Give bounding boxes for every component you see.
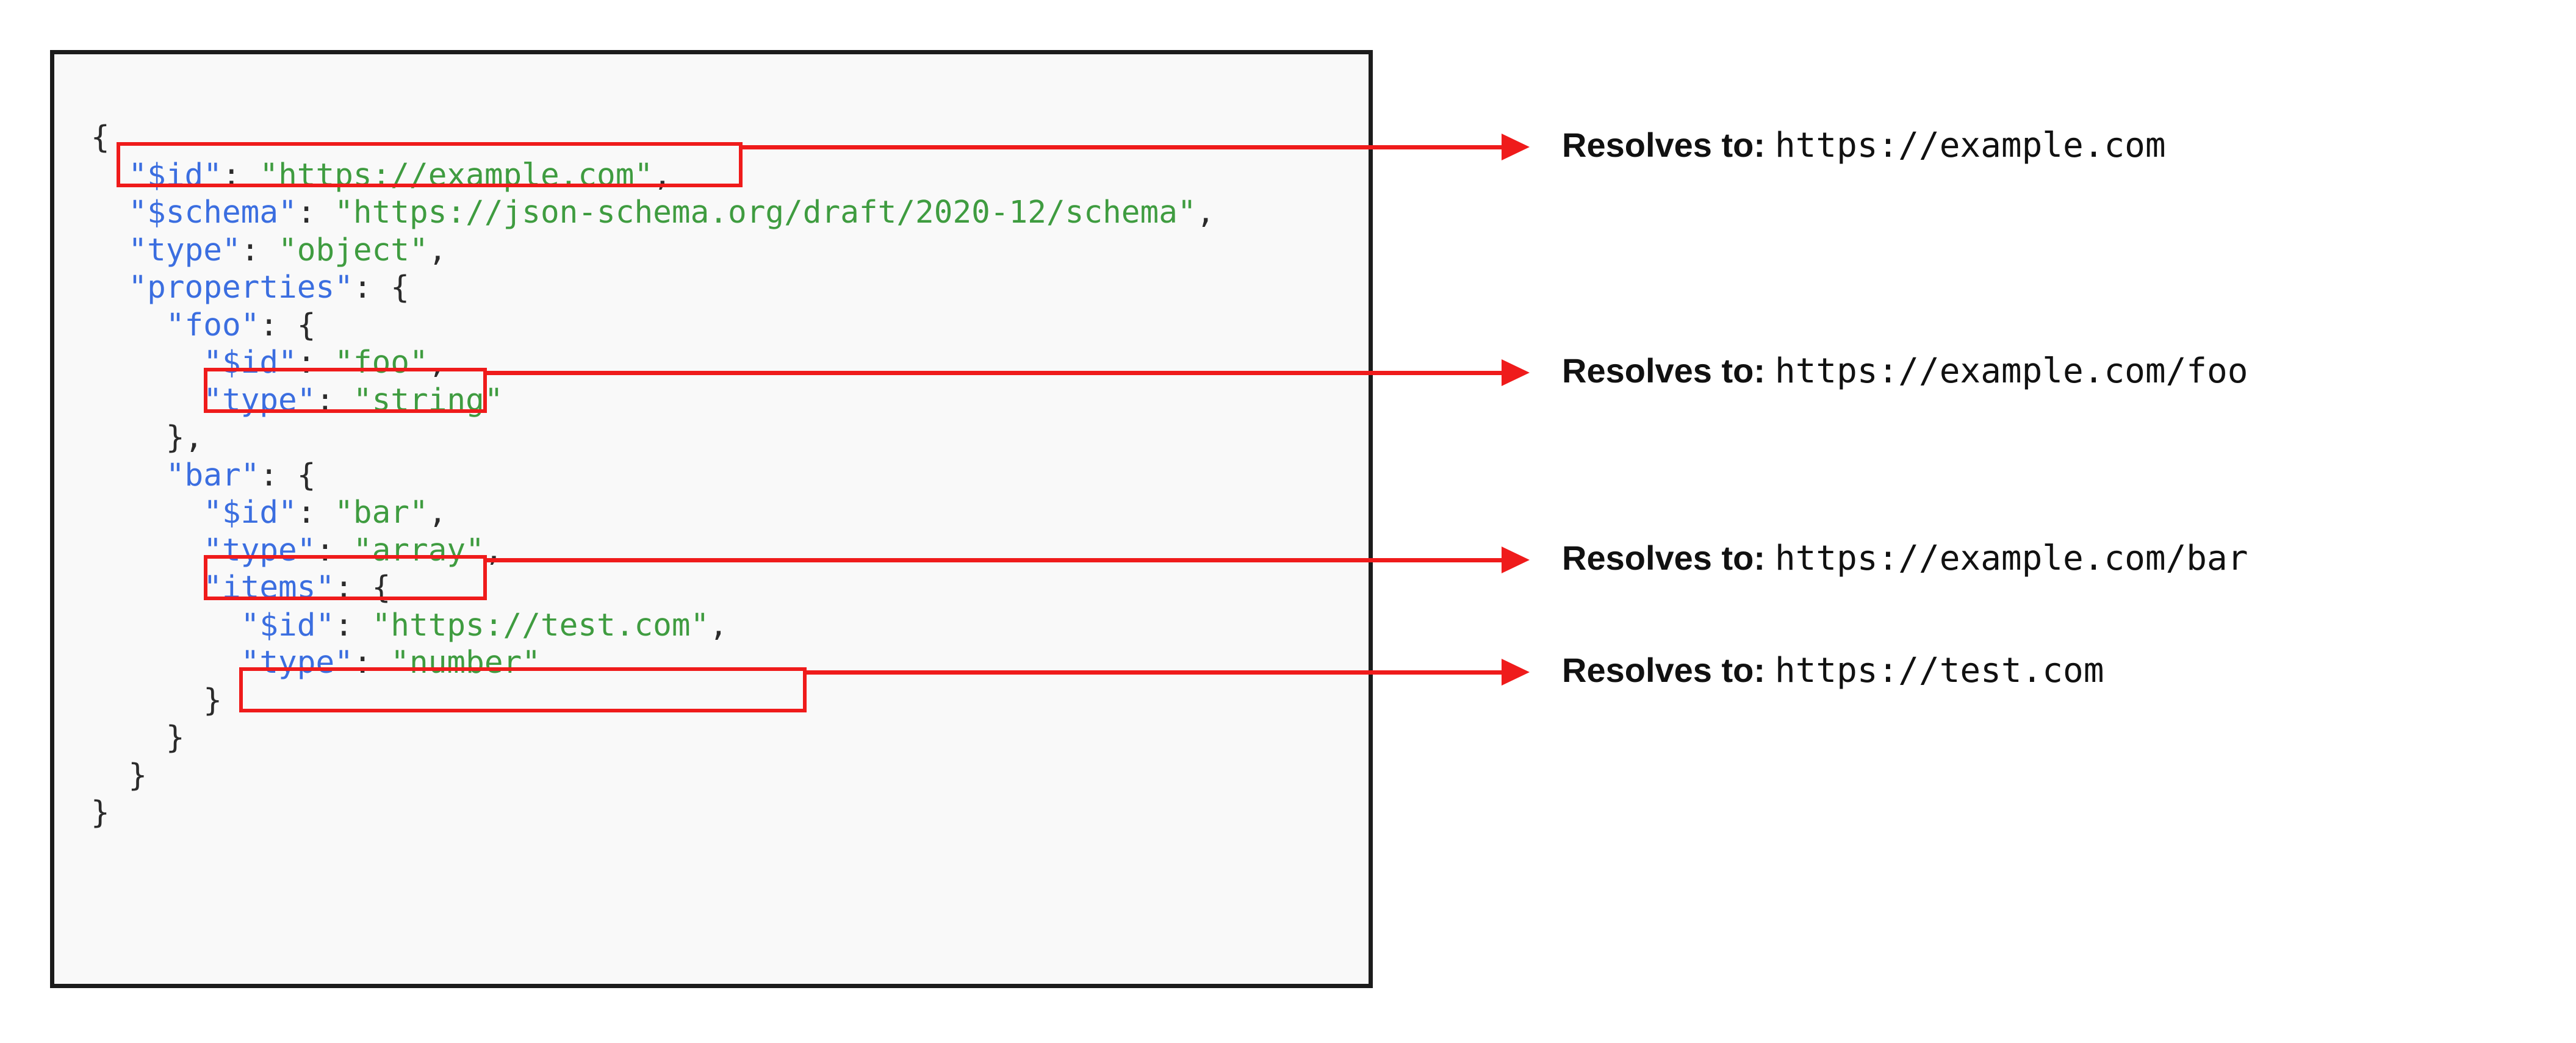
json-string: "string" bbox=[353, 382, 503, 418]
json-string: "object" bbox=[278, 232, 428, 268]
code-line: "type": "string" bbox=[91, 382, 1215, 420]
resolution-items: Resolves to: https://test.com bbox=[1562, 653, 2104, 688]
code-line: } bbox=[91, 757, 1215, 795]
json-punctuation: : bbox=[240, 232, 279, 268]
code-line: "$id": "bar", bbox=[91, 494, 1215, 532]
json-string: "array" bbox=[353, 532, 484, 568]
code-line: "type": "object", bbox=[91, 232, 1215, 270]
json-punctuation: , bbox=[484, 532, 503, 568]
json-key: "properties" bbox=[128, 270, 353, 306]
json-punctuation: : bbox=[297, 495, 335, 531]
resolution-root: Resolves to: https://example.com bbox=[1562, 128, 2166, 163]
json-punctuation: : { bbox=[353, 270, 410, 306]
json-punctuation: } bbox=[128, 757, 148, 794]
json-punctuation: , bbox=[653, 157, 672, 193]
resolution-bar: Resolves to: https://example.com/bar bbox=[1562, 541, 2248, 576]
resolution-foo: Resolves to: https://example.com/foo bbox=[1562, 354, 2248, 389]
code-line: "items": { bbox=[91, 569, 1215, 607]
json-key: "bar" bbox=[165, 457, 260, 493]
json-key: "foo" bbox=[165, 307, 260, 343]
json-punctuation: , bbox=[1196, 195, 1215, 231]
json-key: "$id" bbox=[203, 495, 297, 531]
json-key: "type" bbox=[128, 232, 241, 268]
json-string: "foo" bbox=[334, 345, 428, 381]
resolved-uri-value: https://example.com/bar bbox=[1775, 539, 2248, 578]
resolves-to-label: Resolves to: bbox=[1562, 539, 1765, 577]
json-punctuation: } bbox=[203, 682, 222, 719]
code-line: "type": "number" bbox=[91, 644, 1215, 682]
code-line: "$id": "foo", bbox=[91, 344, 1215, 382]
resolved-uri-value: https://example.com/foo bbox=[1775, 351, 2248, 391]
json-punctuation: : { bbox=[334, 570, 391, 606]
code-line: "$id": "https://test.com", bbox=[91, 607, 1215, 645]
code-line: } bbox=[91, 719, 1215, 757]
json-punctuation: : { bbox=[259, 457, 316, 493]
json-punctuation: : bbox=[315, 382, 353, 418]
code-line: } bbox=[91, 794, 1215, 832]
arrow-head bbox=[1502, 359, 1530, 386]
code-line: "bar": { bbox=[91, 457, 1215, 495]
arrow-head bbox=[1502, 547, 1530, 573]
json-punctuation: : bbox=[315, 532, 353, 568]
json-key: "items" bbox=[203, 570, 335, 606]
json-key: "$id" bbox=[203, 345, 297, 381]
json-punctuation: , bbox=[428, 232, 447, 268]
json-punctuation: : { bbox=[259, 307, 316, 343]
json-string: "bar" bbox=[334, 495, 428, 531]
json-key: "type" bbox=[203, 382, 316, 418]
json-punctuation: : bbox=[353, 645, 391, 681]
json-key: "$id" bbox=[128, 157, 222, 193]
resolved-uri-value: https://test.com bbox=[1775, 651, 2104, 690]
json-string: "https://test.com" bbox=[372, 607, 710, 643]
code-line: "properties": { bbox=[91, 269, 1215, 307]
json-key: "$schema" bbox=[128, 195, 297, 231]
code-line: "type": "array", bbox=[91, 532, 1215, 570]
json-schema-code-block: { "$id": "https://example.com", "$schema… bbox=[91, 119, 1215, 832]
json-punctuation: } bbox=[165, 720, 185, 756]
json-string: "https://json-schema.org/draft/2020-12/s… bbox=[334, 195, 1196, 231]
json-punctuation: { bbox=[91, 120, 110, 156]
code-line: } bbox=[91, 682, 1215, 720]
json-punctuation: : bbox=[221, 157, 260, 193]
arrow-head bbox=[1502, 134, 1530, 160]
code-line: { bbox=[91, 119, 1215, 157]
json-punctuation: , bbox=[428, 345, 447, 381]
json-punctuation: : bbox=[297, 345, 335, 381]
json-string: "https://example.com" bbox=[259, 157, 653, 193]
code-line: "$schema": "https://json-schema.org/draf… bbox=[91, 194, 1215, 232]
arrow-head bbox=[1502, 659, 1530, 686]
json-punctuation: , bbox=[709, 607, 728, 643]
json-punctuation: } bbox=[91, 795, 110, 831]
resolves-to-label: Resolves to: bbox=[1562, 126, 1765, 164]
json-key: "$id" bbox=[240, 607, 335, 643]
json-key: "type" bbox=[203, 532, 316, 568]
code-line: "$id": "https://example.com", bbox=[91, 157, 1215, 195]
resolves-to-label: Resolves to: bbox=[1562, 351, 1765, 390]
code-line: "foo": { bbox=[91, 307, 1215, 345]
resolves-to-label: Resolves to: bbox=[1562, 651, 1765, 689]
json-punctuation: : bbox=[334, 607, 372, 643]
json-schema-code-panel: { "$id": "https://example.com", "$schema… bbox=[50, 50, 1373, 988]
json-key: "type" bbox=[240, 645, 353, 681]
json-punctuation: : bbox=[297, 195, 335, 231]
code-line: }, bbox=[91, 419, 1215, 457]
resolved-uri-value: https://example.com bbox=[1775, 126, 2166, 165]
json-punctuation: }, bbox=[165, 420, 204, 456]
json-punctuation: , bbox=[428, 495, 447, 531]
json-string: "number" bbox=[390, 645, 541, 681]
